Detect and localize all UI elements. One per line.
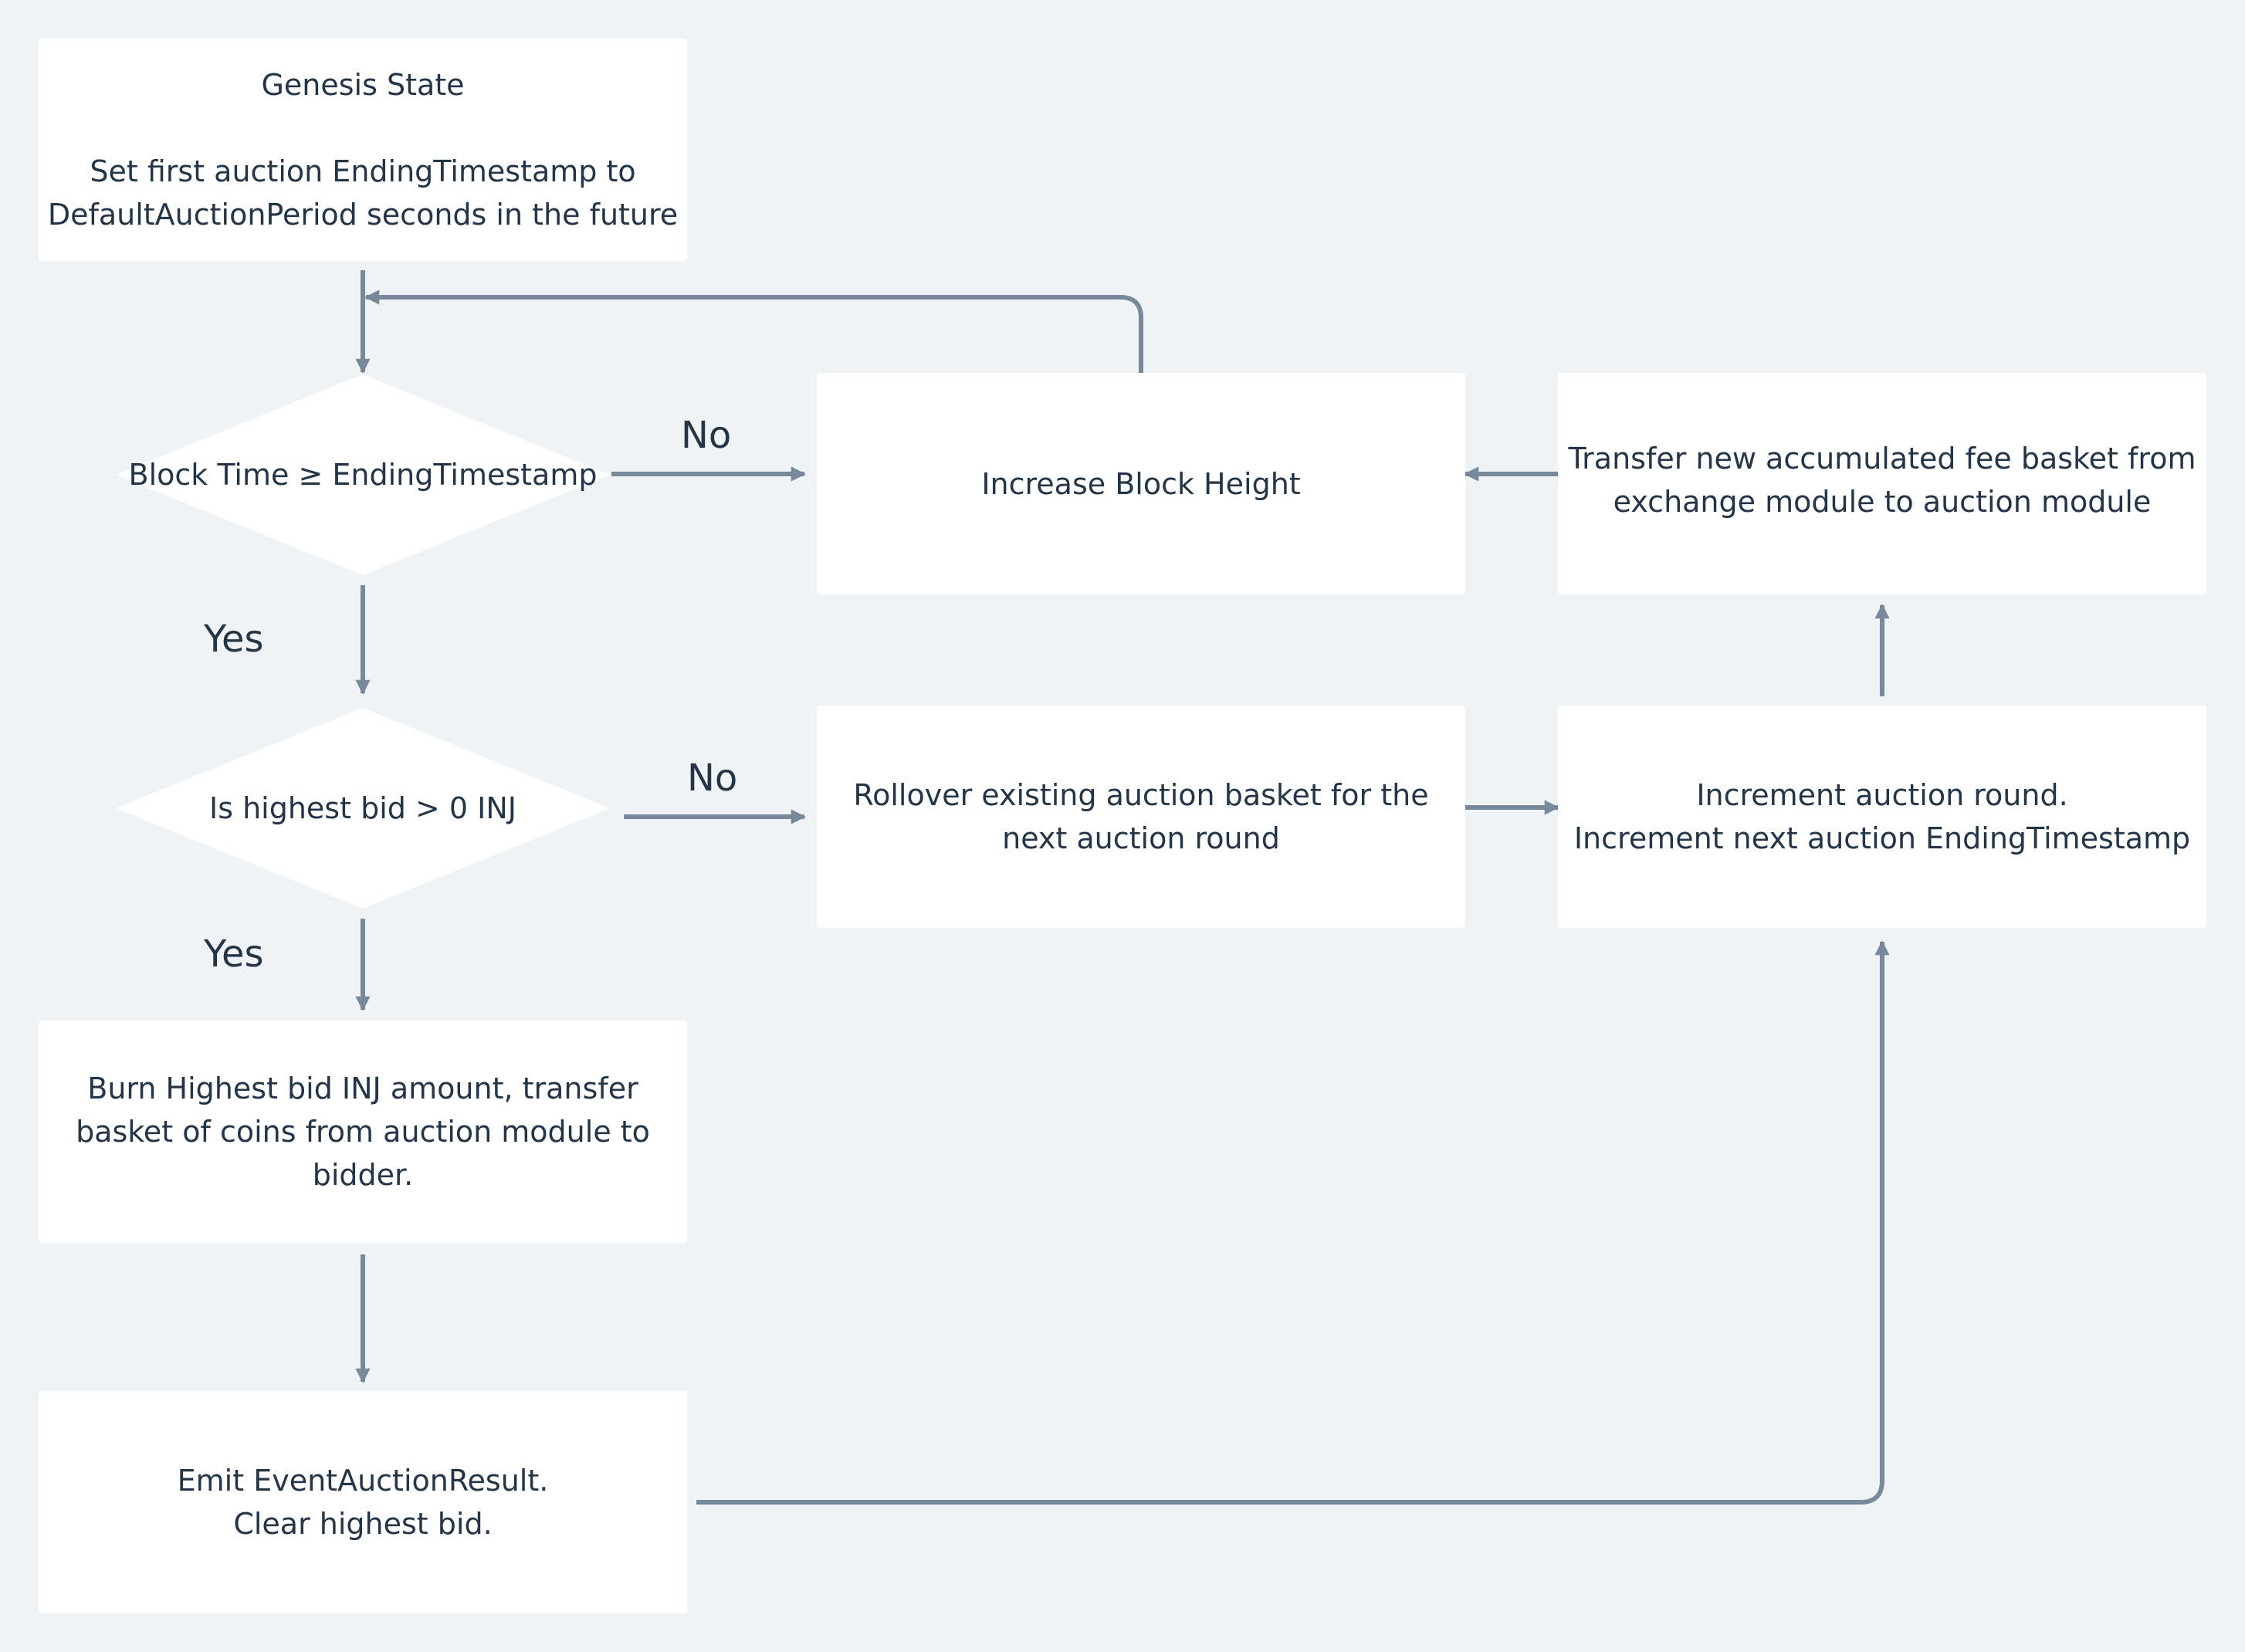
emit-event-box: Emit EventAuctionResult. Clear highest b… <box>39 1391 687 1613</box>
decision-highest-bid-label: Is highest bid > 0 INJ <box>209 791 516 825</box>
burn-highest-bid-box: Burn Highest bid INJ amount, transfer ba… <box>39 1021 687 1243</box>
edge-label-no-block-time: No <box>681 414 732 457</box>
arrow-loop-back-to-block-time <box>364 289 1143 373</box>
transfer-fee-basket-box: Transfer new accumulated fee basket from… <box>1558 373 2206 594</box>
emit-event-line-2: Clear highest bid. <box>233 1507 493 1541</box>
increment-round-line-2: Increment next auction EndingTimestamp <box>1573 821 2191 855</box>
transfer-fee-basket-line-1: Transfer new accumulated fee basket from <box>1568 441 2196 476</box>
increase-block-height-box: Increase Block Height <box>817 373 1465 594</box>
increment-round-line-1: Increment auction round. <box>1696 778 2068 812</box>
increase-block-height-label: Increase Block Height <box>981 466 1301 501</box>
decision-diamond-highest-bid <box>116 708 610 909</box>
burn-highest-bid-line-3: bidder. <box>312 1158 414 1192</box>
transfer-fee-basket-line-2: exchange module to auction module <box>1613 484 2152 519</box>
edge-label-no-highest-bid: No <box>687 757 738 800</box>
edge-label-yes-block-time: Yes <box>204 618 264 661</box>
decision-diamond-block-time <box>116 374 610 575</box>
genesis-state-box: Genesis State Set first auction EndingTi… <box>39 39 687 261</box>
genesis-state-line-1: Set first auction EndingTimestamp to <box>90 154 636 188</box>
burn-highest-bid-line-1: Burn Highest bid INJ amount, transfer <box>87 1071 638 1105</box>
rollover-basket-line-2: next auction round <box>1002 821 1280 855</box>
emit-event-line-1: Emit EventAuctionResult. <box>177 1464 549 1498</box>
increment-round-box: Increment auction round. Increment next … <box>1558 706 2206 928</box>
arrow-emit-to-increment <box>696 940 1890 1505</box>
decision-block-time-label: Block Time ≥ EndingTimestamp <box>128 458 598 492</box>
edge-label-yes-highest-bid: Yes <box>204 933 264 976</box>
genesis-state-line-2: DefaultAuctionPeriod seconds in the futu… <box>47 198 679 232</box>
genesis-state-title: Genesis State <box>261 68 465 102</box>
burn-highest-bid-line-2: basket of coins from auction module to <box>76 1115 650 1149</box>
rollover-basket-line-1: Rollover existing auction basket for the <box>853 778 1429 812</box>
rollover-basket-box: Rollover existing auction basket for the… <box>817 706 1465 928</box>
